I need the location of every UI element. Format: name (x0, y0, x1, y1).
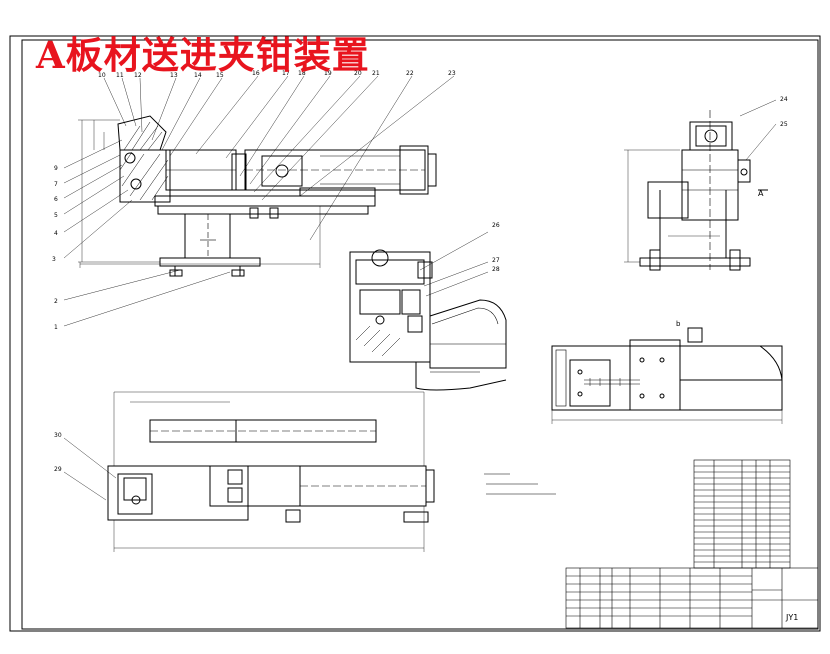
balloon-7: 7 (54, 181, 58, 188)
balloon-11: 11 (116, 72, 124, 79)
balloon-10: 10 (98, 72, 106, 79)
technical-notes (484, 473, 556, 495)
section-view (349, 231, 507, 391)
balloon-28: 28 (492, 266, 500, 273)
balloon-6: 6 (54, 196, 58, 203)
parts-list (693, 459, 791, 569)
balloon-14: 14 (194, 72, 202, 79)
inner-border (21, 39, 819, 630)
balloon-13: 13 (170, 72, 178, 79)
balloon-20: 20 (354, 70, 362, 77)
balloon-29: 29 (54, 466, 62, 473)
balloon-16: 16 (252, 70, 260, 77)
plan-view (551, 327, 783, 424)
view-label-a: A (758, 189, 764, 198)
balloon-30: 30 (54, 432, 62, 439)
balloon-5: 5 (54, 212, 58, 219)
balloon-26: 26 (492, 222, 500, 229)
drawing-title: A板材送进夹钳装置 (36, 33, 370, 77)
balloon-17: 17 (282, 70, 290, 77)
balloon-21: 21 (372, 70, 380, 77)
balloon-4: 4 (54, 230, 58, 237)
balloon-2: 2 (54, 298, 58, 305)
side-view (624, 99, 777, 271)
balloon-labels: 9 7 6 5 4 3 2 1 10 11 12 13 14 15 16 17 … (52, 70, 788, 473)
balloon-23: 23 (448, 70, 456, 77)
leader-lines (63, 75, 455, 327)
balloon-12: 12 (134, 72, 142, 79)
top-view (63, 391, 435, 552)
balloon-18: 18 (298, 70, 306, 77)
balloon-1: 1 (54, 324, 58, 331)
balloon-19: 19 (324, 70, 332, 77)
balloon-24: 24 (780, 96, 788, 103)
balloon-27: 27 (492, 257, 500, 264)
title-block (565, 567, 819, 629)
balloon-3: 3 (52, 256, 56, 263)
balloon-22: 22 (406, 70, 414, 77)
drawing-number: JY1 (785, 613, 798, 622)
balloon-25: 25 (780, 121, 788, 128)
balloon-15: 15 (216, 72, 224, 79)
view-label-b: b (676, 320, 681, 328)
outer-border (9, 35, 821, 632)
balloon-9: 9 (54, 165, 58, 172)
